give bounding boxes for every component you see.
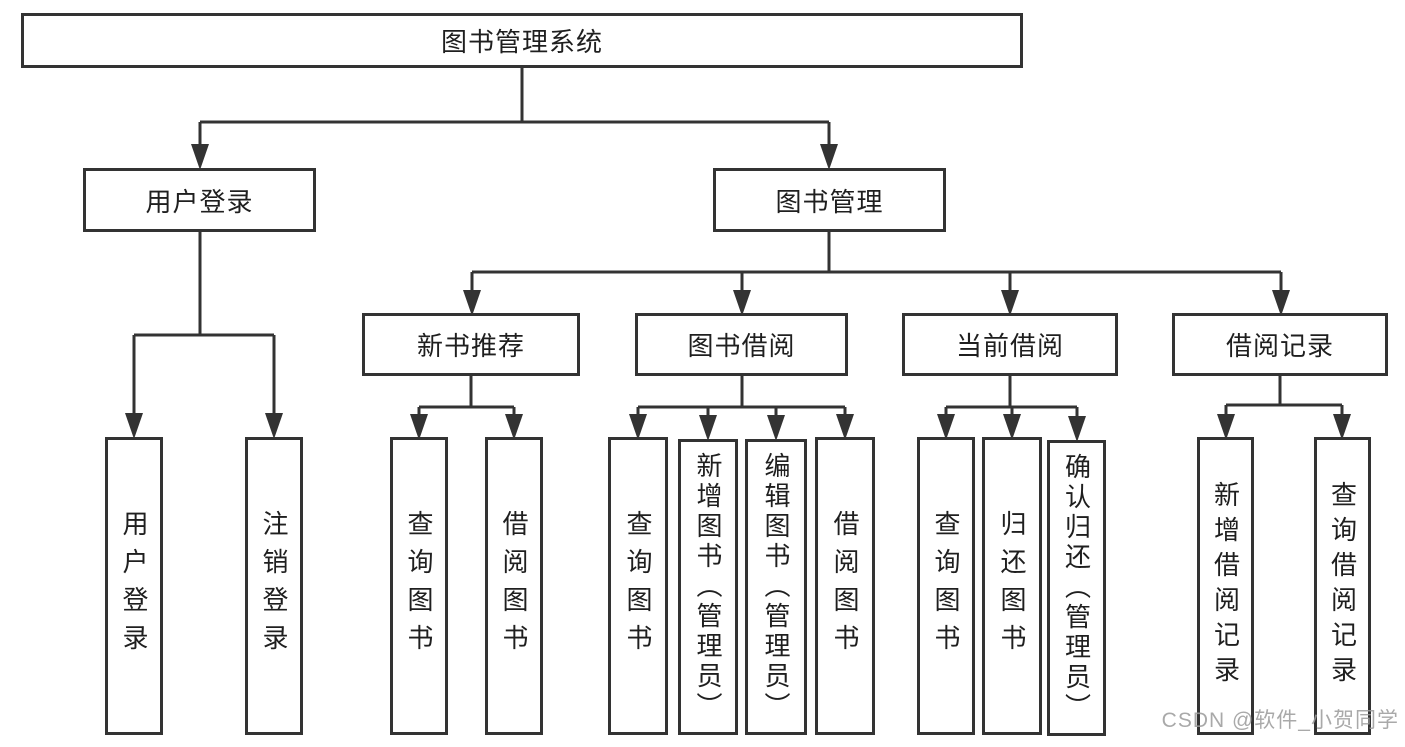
node-leaf-br-query-record: 查询借阅记录 [1314,437,1371,735]
node-label: 查询图书 [404,510,434,662]
node-book-mgmt: 图书管理 [713,168,946,232]
node-leaf-cb-query-books: 查询图书 [917,437,975,735]
node-label: 新增图书（管理员） [693,452,723,722]
edges-book-mgmt-children [463,232,1290,316]
node-label: 确认归还（管理员） [1061,453,1092,723]
node-leaf-bb-edit-books-admin: 编辑图书（管理员） [745,439,807,735]
node-label: 查询借阅记录 [1327,481,1358,691]
edges-current-borrow-children [937,376,1086,442]
node-label: 查询图书 [931,510,961,662]
node-leaf-nbr-query-books: 查询图书 [390,437,448,735]
edges-book-borrow-children [629,376,854,441]
node-leaf-br-add-record: 新增借阅记录 [1197,437,1254,735]
node-label: 借阅图书 [499,510,529,662]
node-root: 图书管理系统 [21,13,1023,68]
node-borrow-records: 借阅记录 [1172,313,1388,376]
node-current-borrow: 当前借阅 [902,313,1118,376]
node-label: 编辑图书（管理员） [761,452,791,722]
node-label: 注销登录 [259,510,289,662]
edges-borrow-records-children [1217,376,1351,440]
node-label: 新增借阅记录 [1210,481,1241,691]
node-label: 用户登录 [119,510,149,662]
node-leaf-cb-confirm-return-admin: 确认归还（管理员） [1047,440,1106,736]
csdn-watermark: CSDN @软件_小贺同学 [1161,709,1399,732]
node-label: 借阅图书 [830,510,860,662]
edges-new-book-rec-children [410,376,523,440]
node-book-borrow: 图书借阅 [635,313,848,376]
node-label: 归还图书 [997,510,1027,662]
node-leaf-bb-query-books: 查询图书 [608,437,668,735]
node-leaf-user-login: 用户登录 [105,437,163,735]
edges-user-login-children [125,232,283,439]
node-leaf-nbr-borrow-books: 借阅图书 [485,437,543,735]
node-label: 查询图书 [623,510,653,662]
node-new-book-rec: 新书推荐 [362,313,580,376]
node-leaf-cb-return-books: 归还图书 [982,437,1042,735]
node-leaf-logout: 注销登录 [245,437,303,735]
edges-root-to-level2 [191,68,838,170]
node-user-login: 用户登录 [83,168,316,232]
node-leaf-bb-borrow-books: 借阅图书 [815,437,875,735]
node-leaf-bb-add-books-admin: 新增图书（管理员） [678,439,738,735]
